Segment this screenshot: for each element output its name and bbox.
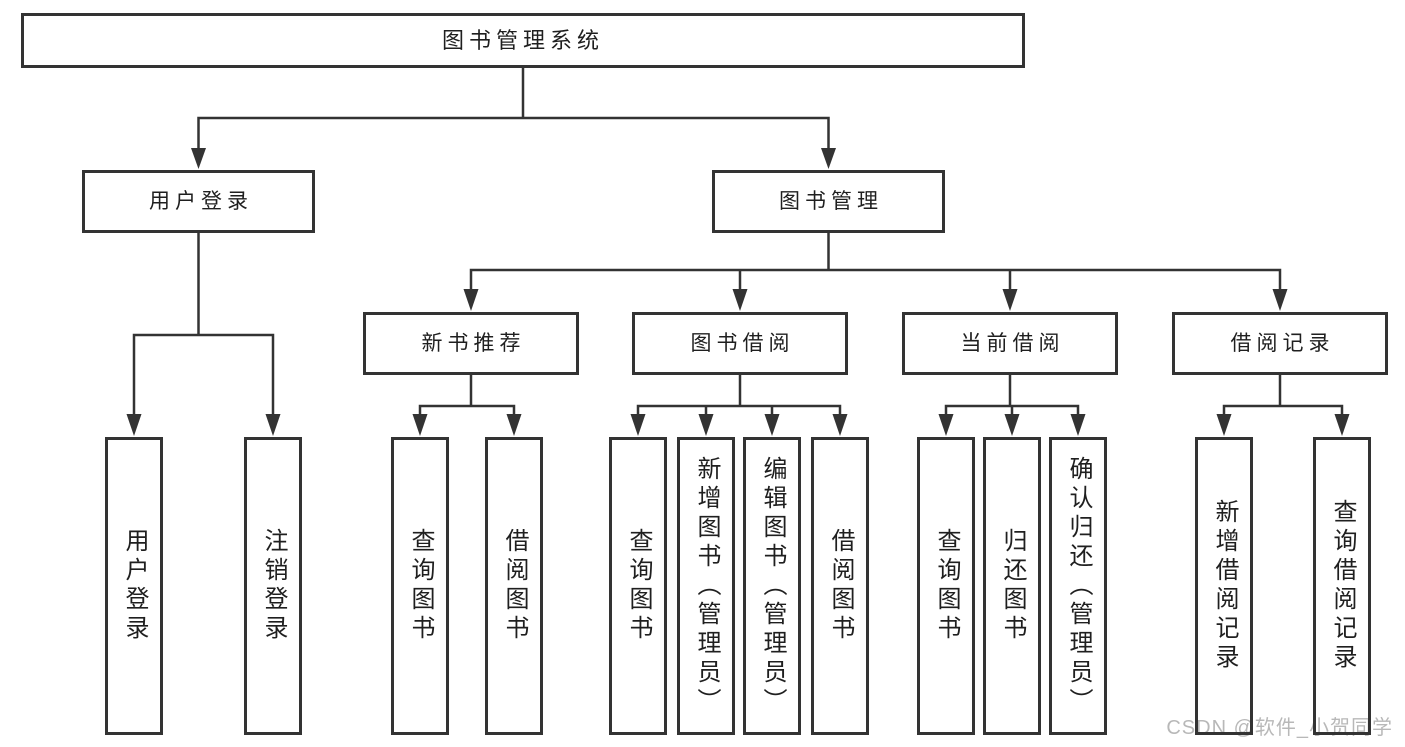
leaf-user-login: 用户登录	[105, 437, 163, 735]
connector-user-login-children	[132, 233, 275, 419]
leaf-confirm-return-admin: 确认归还（管理员）	[1049, 437, 1107, 735]
leaf-edit-book-admin: 编辑图书（管理员）	[743, 437, 801, 735]
connector-book-borrow-children	[636, 375, 842, 419]
leaf-query-books-borrow: 查询图书	[609, 437, 667, 735]
connector-new-book-recommend-children	[418, 375, 516, 419]
node-new-book-recommend: 新书推荐	[363, 312, 579, 375]
leaf-return-books: 归还图书	[983, 437, 1041, 735]
node-current-borrow: 当前借阅	[902, 312, 1118, 375]
leaf-query-borrow-record: 查询借阅记录	[1313, 437, 1371, 735]
connector-book-management-children	[469, 233, 1282, 294]
node-borrow-records: 借阅记录	[1172, 312, 1388, 375]
leaf-query-books-recommend: 查询图书	[391, 437, 449, 735]
connector-current-borrow-children	[944, 375, 1080, 419]
leaf-borrow-books: 借阅图书	[811, 437, 869, 735]
leaf-add-borrow-record: 新增借阅记录	[1195, 437, 1253, 735]
leaf-logout: 注销登录	[244, 437, 302, 735]
node-book-borrow: 图书借阅	[632, 312, 848, 375]
leaf-add-book-admin: 新增图书（管理员）	[677, 437, 735, 735]
node-user-login: 用户登录	[82, 170, 315, 233]
leaf-borrow-books-recommend: 借阅图书	[485, 437, 543, 735]
connector-root-to-level2	[197, 68, 830, 152]
arrowheads	[126, 148, 1350, 436]
watermark-text: CSDN @软件_小贺同学	[1166, 717, 1393, 739]
leaf-query-books-current: 查询图书	[917, 437, 975, 735]
connector-borrow-records-children	[1222, 375, 1344, 419]
node-book-management: 图书管理	[712, 170, 945, 233]
node-root: 图书管理系统	[21, 13, 1025, 68]
